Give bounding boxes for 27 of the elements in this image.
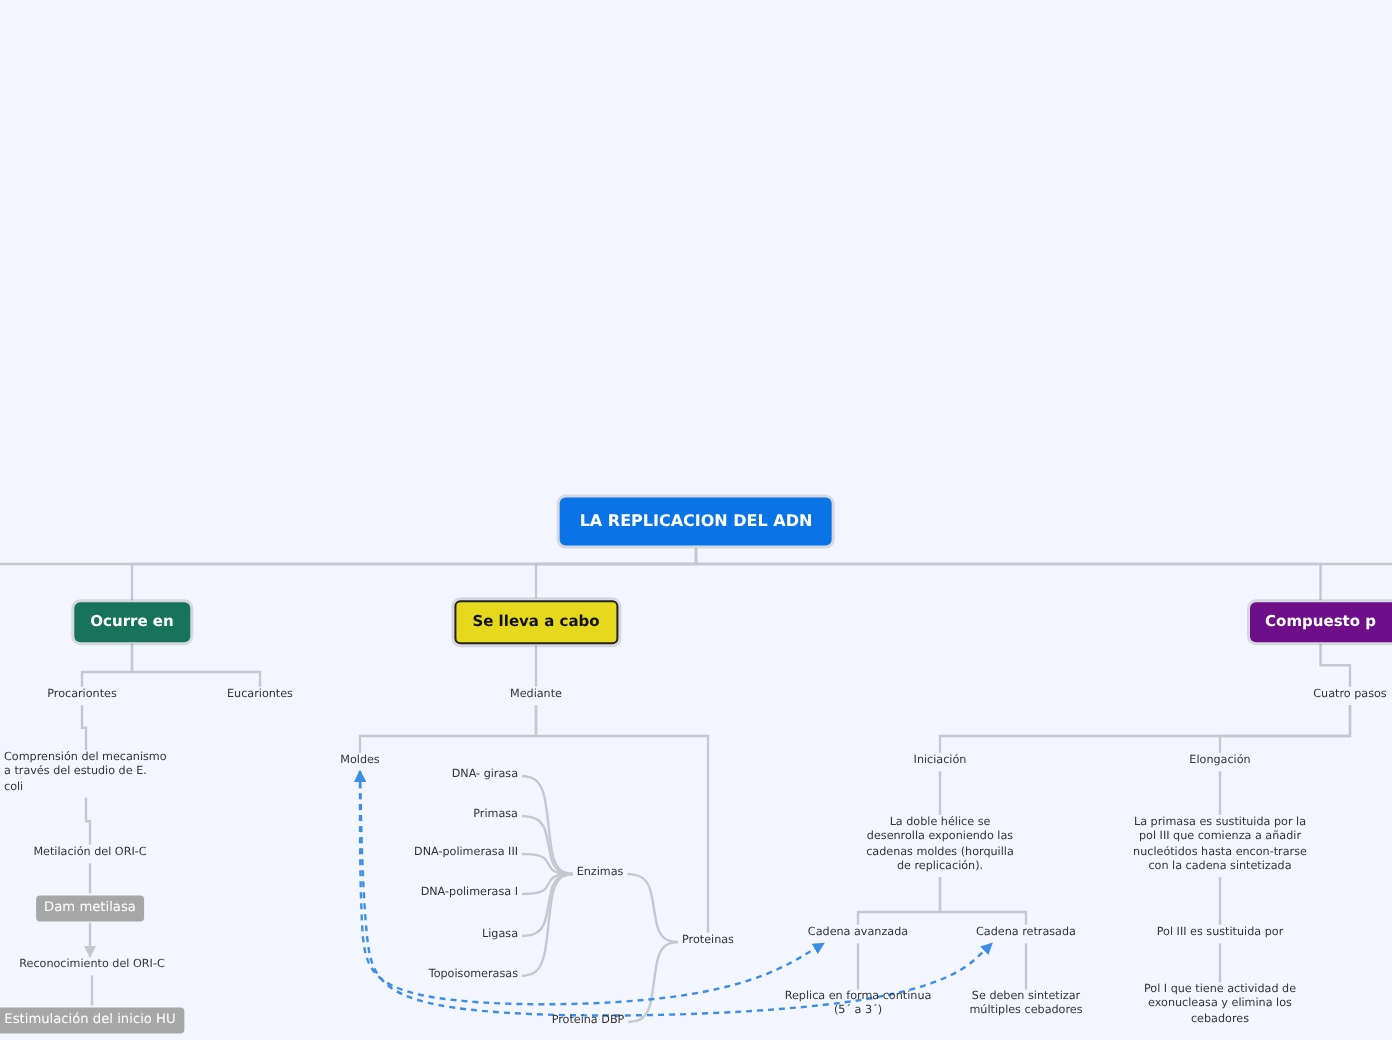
arrow [84, 922, 96, 958]
connector-line [521, 872, 573, 978]
connector-line [1218, 943, 1222, 983]
connector-line [534, 645, 538, 687]
connector-line [521, 814, 573, 876]
connector-line [627, 872, 679, 944]
connector-line [80, 705, 88, 751]
connector-line [938, 877, 1028, 925]
connector-line [130, 643, 262, 687]
connector-line [90, 975, 94, 1006]
connector-line [1319, 643, 1352, 687]
dashed-arrow [354, 770, 993, 1017]
connector-line [856, 943, 860, 990]
connector-line [694, 548, 1322, 601]
connector-line [1024, 943, 1028, 990]
connector-line [628, 940, 679, 1024]
connector-line [1218, 877, 1222, 925]
connector-line [521, 774, 573, 876]
connector-line [521, 872, 573, 896]
connector-line [1218, 771, 1222, 815]
connector-line [938, 771, 942, 815]
connector-line [521, 872, 573, 938]
connector-line [1218, 705, 1352, 753]
connector-line [534, 705, 710, 933]
connector-line [88, 863, 92, 894]
connector-line [84, 797, 92, 845]
central-topic-box: LA REPLICACION DEL ADN [559, 497, 833, 547]
